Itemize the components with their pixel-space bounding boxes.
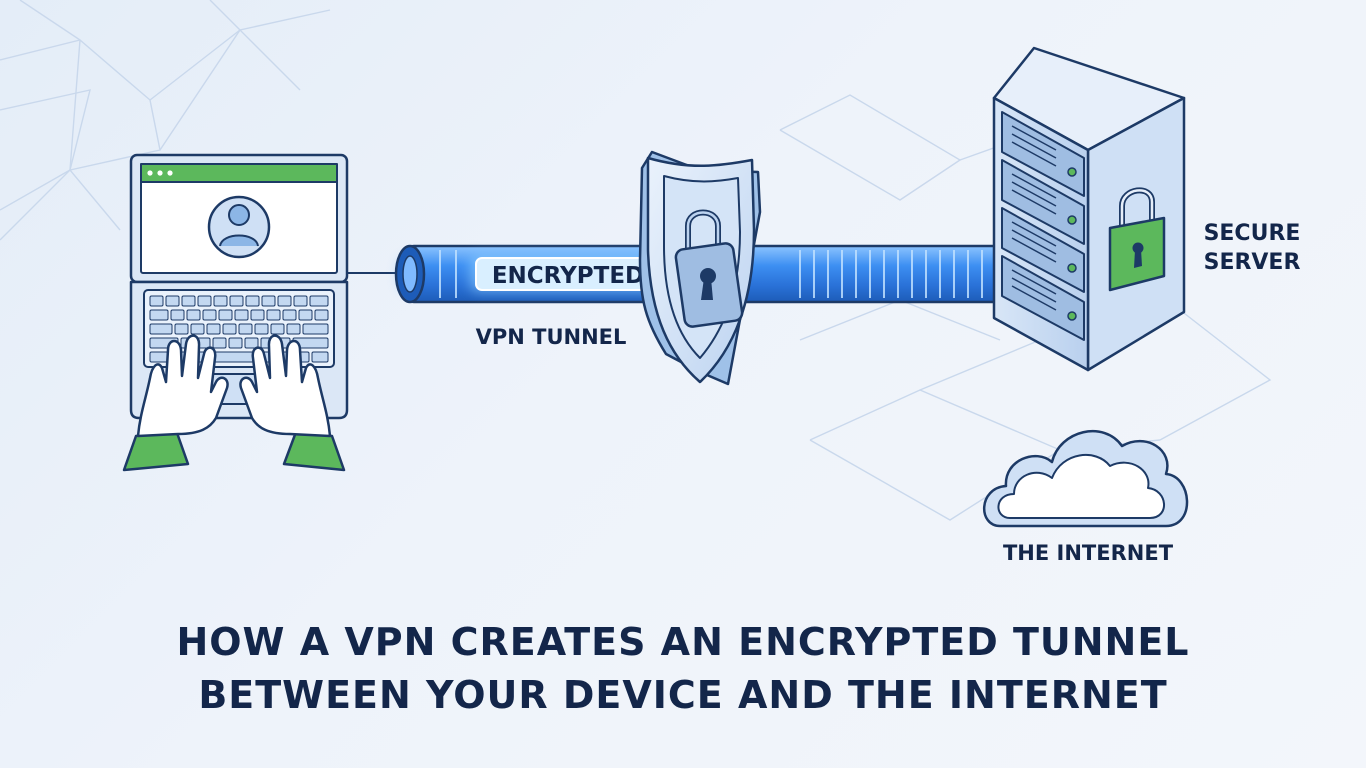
vpn-tunnel-caption: VPN TUNNEL <box>476 325 627 349</box>
server-racks <box>1001 111 1085 341</box>
secure-server-label-line1: SECURE <box>1204 221 1301 246</box>
secure-server-label-line2: SERVER <box>1204 250 1301 275</box>
headline: HOW A VPN CREATES AN ENCRYPTED TUNNEL BE… <box>0 616 1366 722</box>
encrypted-label: ENCRYPTED <box>492 263 644 289</box>
secure-server-illustration <box>992 46 1186 372</box>
tunnel-ribs <box>439 250 983 298</box>
shield-icon <box>638 150 762 386</box>
browser-bar <box>140 163 338 183</box>
keyboard-keys <box>149 295 329 363</box>
server-vents <box>1011 125 1057 311</box>
lock-icon <box>674 209 744 328</box>
headline-line2: BETWEEN YOUR DEVICE AND THE INTERNET <box>198 673 1168 717</box>
encrypted-badge: ENCRYPTED <box>470 254 666 292</box>
user-avatar-icon <box>207 195 271 259</box>
internet-label: THE INTERNET <box>1003 541 1174 565</box>
cloud-icon <box>983 429 1189 528</box>
server-padlock-icon <box>1108 187 1166 292</box>
headline-line1: HOW A VPN CREATES AN ENCRYPTED TUNNEL <box>176 620 1190 664</box>
typing-hands <box>122 334 346 472</box>
